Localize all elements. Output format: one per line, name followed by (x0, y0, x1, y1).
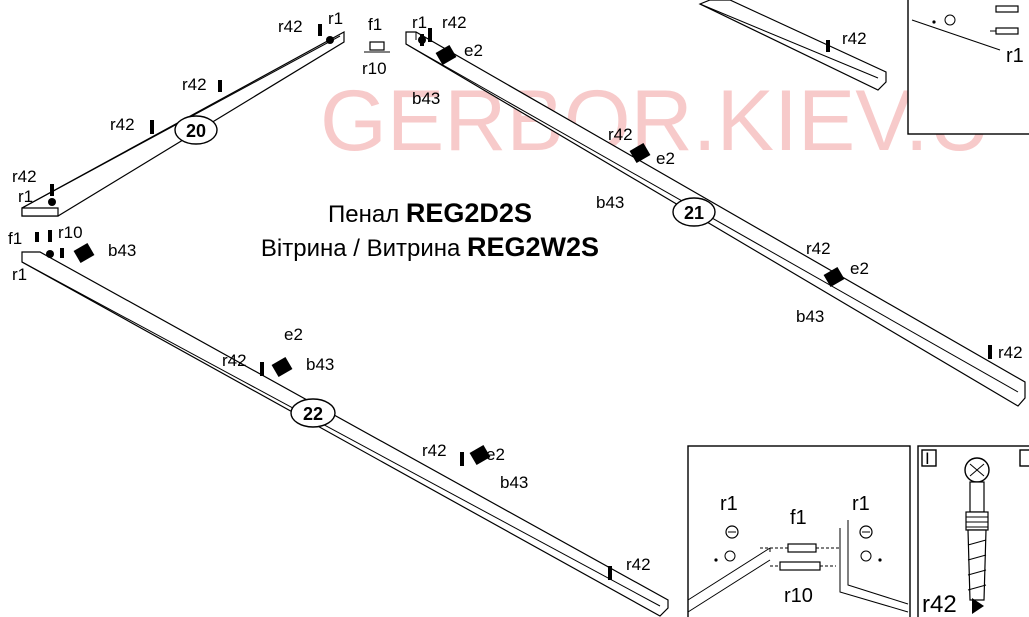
cam-panel-label: r42 (922, 591, 957, 617)
title-line-1: Пенал REG2D2S (0, 198, 860, 229)
title-prefix-2: Вітрина / Витрина (260, 235, 461, 262)
title-model-2: REG2W2S (467, 232, 600, 262)
svg-text:b43: b43 (500, 473, 528, 492)
svg-text:r42: r42 (278, 17, 303, 36)
svg-text:e2: e2 (656, 149, 675, 168)
svg-text:r42: r42 (806, 239, 831, 258)
cam-panel-corner-mark: I (925, 449, 930, 468)
svg-text:f1: f1 (368, 15, 382, 34)
title-model-1: REG2D2S (405, 198, 532, 228)
svg-text:r42: r42 (222, 351, 247, 370)
svg-text:b43: b43 (306, 355, 334, 374)
svg-text:r1: r1 (412, 13, 427, 32)
part-21-badge: 21 (672, 197, 716, 227)
svg-text:b43: b43 (412, 89, 440, 108)
svg-text:r42: r42 (998, 343, 1023, 362)
detail-bottom-label: r10 (784, 585, 813, 607)
svg-text:r42: r42 (110, 115, 135, 134)
svg-text:20: 20 (186, 121, 206, 141)
svg-text:r42: r42 (626, 555, 651, 574)
detail-left-label: r1 (720, 493, 738, 515)
svg-text:r1: r1 (1006, 45, 1024, 67)
part-20-badge: 20 (174, 115, 218, 145)
svg-text:r10: r10 (58, 223, 83, 242)
svg-text:22: 22 (303, 404, 323, 424)
svg-text:e2: e2 (464, 41, 483, 60)
detail-panel-f1-r10: r1 r1 f1 r10 (687, 445, 911, 617)
svg-text:r10: r10 (362, 59, 387, 78)
f1-r10-icon (364, 41, 390, 53)
board-22 (21, 251, 669, 617)
svg-text:r1: r1 (18, 187, 33, 206)
svg-text:r42: r42 (842, 29, 867, 48)
svg-text:b43: b43 (796, 307, 824, 326)
svg-text:f1: f1 (8, 229, 22, 248)
title-line-2: Вітрина / Витрина REG2W2S (0, 232, 860, 263)
svg-text:r42: r42 (422, 441, 447, 460)
svg-text:r42: r42 (12, 167, 37, 186)
board-top-right (698, 0, 887, 91)
svg-text:r42: r42 (608, 125, 633, 144)
svg-text:e2: e2 (486, 445, 505, 464)
detail-right-label: r1 (852, 493, 870, 515)
cam-detail-panel: I r42 (917, 445, 1029, 617)
svg-text:r1: r1 (12, 265, 27, 284)
svg-text:e2: e2 (850, 259, 869, 278)
hardware-labels: r42 r1 f1 r10 r1 r42 e2 b43 r42 r42 r42 … (8, 9, 1023, 574)
detail-top-label: f1 (790, 507, 807, 529)
svg-text:e2: e2 (284, 325, 303, 344)
svg-text:r42: r42 (442, 13, 467, 32)
svg-text:r42: r42 (182, 75, 207, 94)
part-22-badge: 22 (290, 398, 336, 428)
svg-text:21: 21 (684, 203, 704, 223)
svg-text:b43: b43 (596, 193, 624, 212)
top-right-detail-panel: r1 (907, 0, 1029, 135)
title-prefix-1: Пенал (328, 201, 400, 228)
svg-text:b43: b43 (108, 241, 136, 260)
hardware-marks (35, 24, 992, 580)
svg-text:r1: r1 (328, 9, 343, 28)
